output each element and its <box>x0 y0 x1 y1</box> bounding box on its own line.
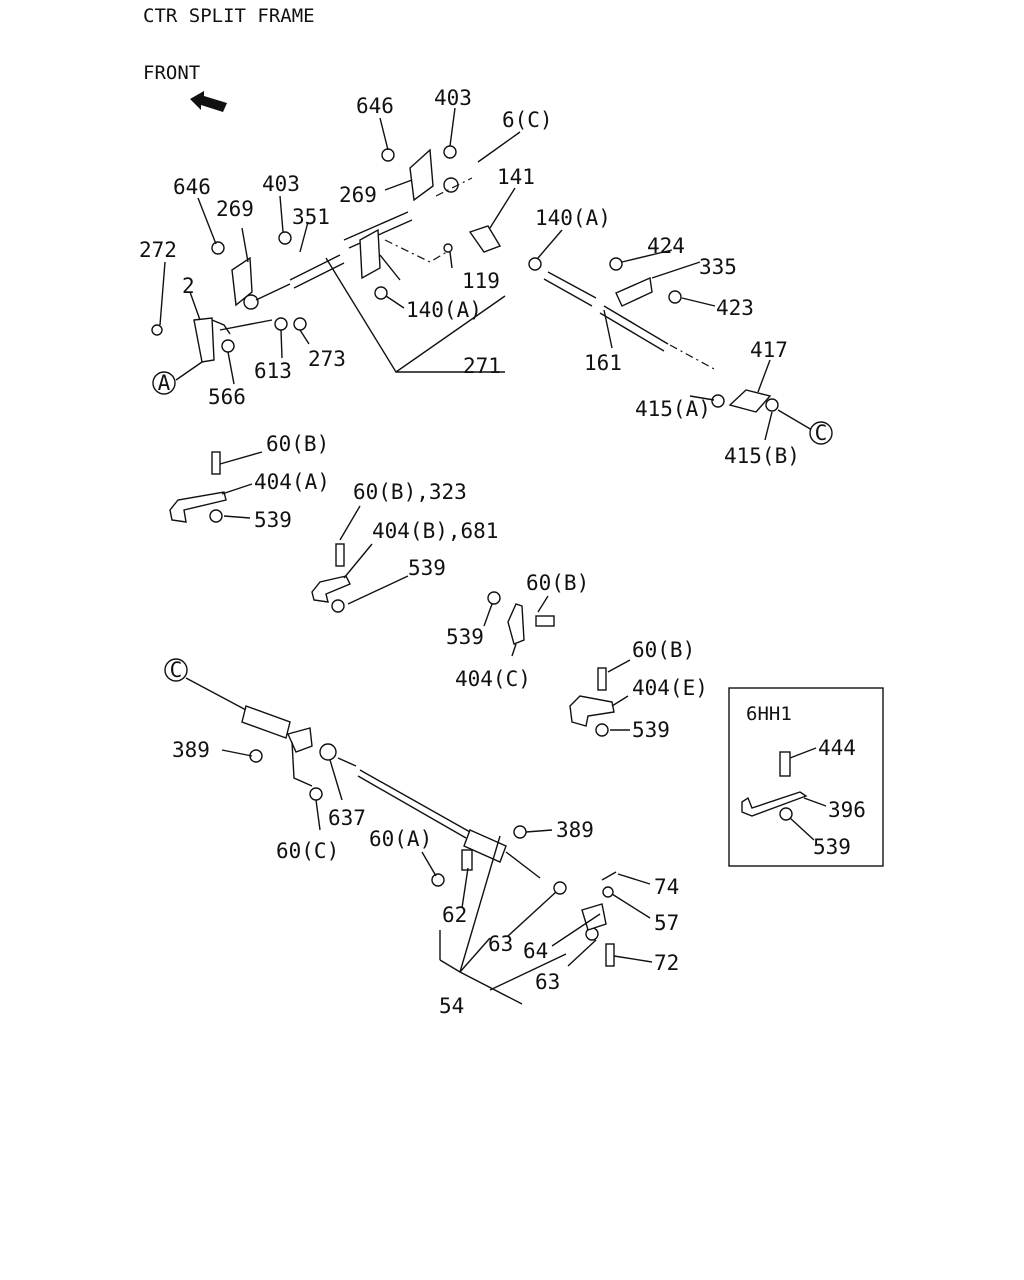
marker-c-lower: C <box>164 658 188 682</box>
callout-63: 63 <box>488 932 513 956</box>
front-arrow-icon <box>190 91 227 112</box>
callout-389: 389 <box>172 738 210 762</box>
callout-161: 161 <box>584 351 622 375</box>
callout-273: 273 <box>308 347 346 371</box>
callout-6c: 6(C) <box>502 108 553 132</box>
front-label: FRONT <box>143 62 200 84</box>
callout-424: 424 <box>647 234 685 258</box>
callout-62: 62 <box>442 903 467 927</box>
callout-60a: 60(A) <box>369 827 432 851</box>
group-bracket-271 <box>325 257 506 373</box>
callout-74: 74 <box>654 875 679 899</box>
svg-text:C: C <box>815 421 828 445</box>
upper-linkage-assembly <box>151 145 779 413</box>
callout-415b: 415(B) <box>724 444 800 468</box>
callout-335: 335 <box>699 255 737 279</box>
callout-539: 539 <box>408 556 446 580</box>
diagram-title: CTR SPLIT FRAME <box>143 5 315 27</box>
callout-140a: 140(A) <box>535 206 611 230</box>
callout-60b: 60(B) <box>526 571 589 595</box>
callout-404c: 404(C) <box>455 667 531 691</box>
clamp-leader-lines <box>219 451 631 731</box>
callout-57: 57 <box>654 911 679 935</box>
callout-403: 403 <box>262 172 300 196</box>
callout-444: 444 <box>818 736 856 760</box>
callout-54: 54 <box>439 994 464 1018</box>
callout-396: 396 <box>828 798 866 822</box>
inset-title: 6HH1 <box>746 703 792 725</box>
callout-539: 539 <box>632 718 670 742</box>
callout-63: 63 <box>535 970 560 994</box>
callout-415a: 415(A) <box>635 397 711 421</box>
callout-272: 272 <box>139 238 177 262</box>
callout-404a: 404(A) <box>254 470 330 494</box>
marker-c-top: C <box>809 421 833 445</box>
marker-a-top: A <box>152 371 176 395</box>
inset-box-6hh1 <box>728 687 884 867</box>
callout-404e: 404(E) <box>632 676 708 700</box>
callout-60b: 60(B) <box>632 638 695 662</box>
callout-637: 637 <box>328 806 366 830</box>
callout-539: 539 <box>446 625 484 649</box>
callout-646: 646 <box>356 94 394 118</box>
callout-60c: 60(C) <box>276 839 339 863</box>
callout-119: 119 <box>462 269 500 293</box>
callout-423: 423 <box>716 296 754 320</box>
upper-leader-lines <box>159 107 813 441</box>
callout-539: 539 <box>254 508 292 532</box>
lower-cable-assembly <box>185 677 617 967</box>
callout-646: 646 <box>173 175 211 199</box>
callout-2: 2 <box>182 274 195 298</box>
callout-269: 269 <box>339 183 377 207</box>
clamp-parts <box>169 451 615 737</box>
callout-539: 539 <box>813 835 851 859</box>
callout-60b-323: 60(B),323 <box>353 480 467 504</box>
callout-389: 389 <box>556 818 594 842</box>
callout-140a: 140(A) <box>406 298 482 322</box>
svg-text:A: A <box>158 371 171 395</box>
callout-labels: 646 403 6(C) 269 141 646 403 269 351 140… <box>139 86 866 1018</box>
callout-64: 64 <box>523 939 548 963</box>
callout-404b-681: 404(B),681 <box>372 519 498 543</box>
callout-566: 566 <box>208 385 246 409</box>
callout-269: 269 <box>216 197 254 221</box>
callout-60b: 60(B) <box>266 432 329 456</box>
inset-parts <box>741 747 827 841</box>
svg-text:C: C <box>170 658 183 682</box>
callout-613: 613 <box>254 359 292 383</box>
callout-351: 351 <box>292 205 330 229</box>
callout-72: 72 <box>654 951 679 975</box>
lower-leader-lines <box>221 749 653 1005</box>
callout-141: 141 <box>497 165 535 189</box>
callout-403: 403 <box>434 86 472 110</box>
callout-417: 417 <box>750 338 788 362</box>
callout-271: 271 <box>463 354 501 378</box>
